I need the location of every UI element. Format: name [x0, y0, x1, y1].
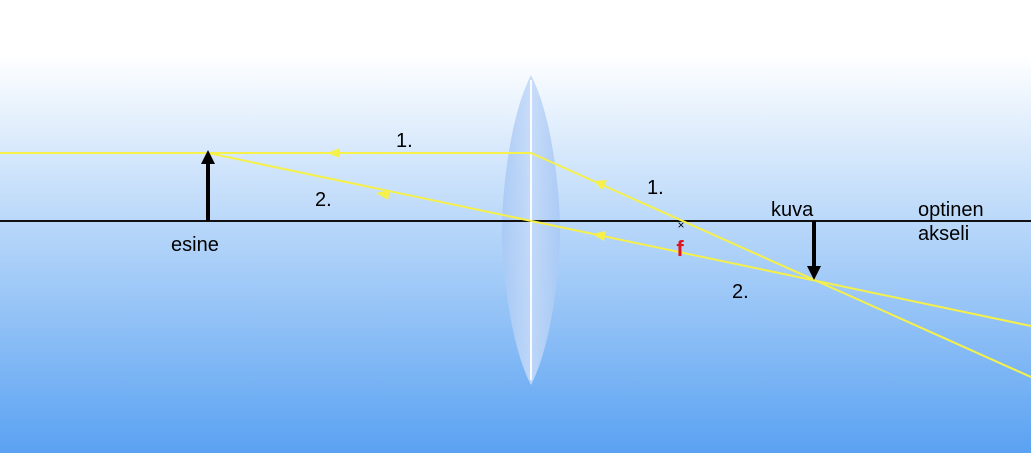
ray-1-refracted [530, 152, 1031, 378]
focal-point-marker: × [677, 218, 684, 232]
ray-2-line [207, 152, 1031, 327]
ray-1-label-right: 1. [647, 177, 664, 199]
image-arrow [807, 221, 821, 280]
ray-direction-arrows [327, 148, 607, 241]
optical-axis-label-line1: optinen [918, 199, 984, 221]
focal-length-label: f [676, 236, 684, 261]
ray-1-arrowhead-right [594, 180, 607, 190]
ray-1-label-top: 1. [396, 130, 413, 152]
optical-axis-label-line2: akseli [918, 223, 969, 245]
ray-2-label-right: 2. [732, 281, 749, 303]
ray-1-arrowhead-top [327, 148, 340, 158]
ray-2-label-top: 2. [315, 189, 332, 211]
object-arrow [201, 150, 215, 221]
object-label: esine [171, 234, 219, 256]
ray-2-arrowhead-top [376, 190, 390, 200]
image-label: kuva [771, 199, 814, 221]
light-rays [0, 152, 1031, 378]
ray-2-arrowhead-right [592, 231, 606, 241]
